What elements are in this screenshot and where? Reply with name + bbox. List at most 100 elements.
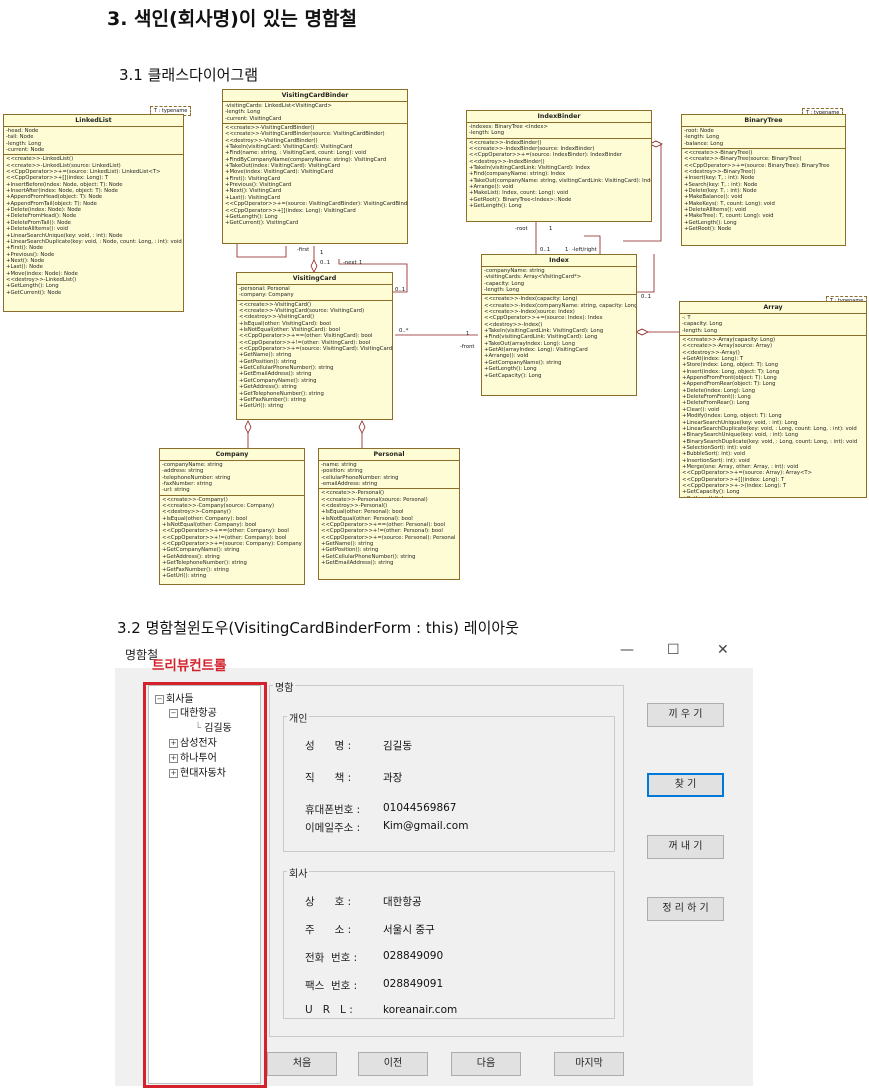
operation: +LinearSearchUnique(key: void, : int): N… [6,232,123,239]
operation: +AppendFromRear(object: T): Long [682,381,776,388]
takeout-button[interactable]: 꺼 내 기 [647,835,724,859]
operation: <<destroy>>-LinkedList() [6,276,77,283]
class-name: IndexBinder [467,111,651,123]
minimize-button[interactable]: — [620,642,634,658]
attribute: -visitingCards: Array<VisitingCard*> [484,274,582,281]
attribute: -companyName: string [162,462,223,468]
arrange-button[interactable]: 정 리 하 기 [647,897,724,921]
tree-node-company[interactable]: +현대자동차 [169,768,226,779]
operation: <<create>>-Index(source: Index) [484,309,575,316]
collapse-icon[interactable]: − [169,708,178,718]
operation: +GetPosition(): string [239,358,297,365]
operation: <<CppOperator>>+[](index: Long): T [6,175,109,182]
company-name-label: 상 호 : [305,896,352,908]
insert-button[interactable]: 끼 우 기 [647,703,724,727]
class-indexbinder: IndexBinder-indexes: BinaryTree <Index>-… [466,110,652,222]
close-button[interactable]: ✕ [717,642,729,658]
multiplicity-label: 0..1 [540,247,551,253]
operation: <<CppOperator>>+=(source: Company): Comp… [162,541,302,548]
email-label: 이메일주소 : [305,822,361,834]
expand-icon[interactable]: + [169,753,178,763]
tree-node-company[interactable]: −대한항공 [169,708,217,719]
operation: +Last(): Node [6,264,43,271]
attribute: -cellularPhoneNumber: string [321,474,399,481]
multiplicity-label: 0..1 [641,294,652,300]
role-label: -root [515,226,528,232]
class-attributes: -: T-capacity: Long-length: Long [680,314,866,337]
operation: <<CppOperator>>+->(index: Long): T [682,482,787,489]
operation: +Delete(key: T, : int): Node [684,188,757,195]
operation: +GetCapacity(): Long [682,489,740,496]
operation: +GetAt(arrayIndex: Long): VisitingCard [484,347,588,354]
operation: +Modify(index: Long, object: T): Long [682,413,782,420]
class-attributes: -companyName: string-visitingCards: Arra… [482,267,636,296]
attribute: -current: VisitingCard [225,115,282,122]
operation: <<destroy>>-VisitingCardBinder() [225,137,318,144]
collapse-icon[interactable]: − [155,694,164,704]
tree-node-root[interactable]: −회사들 [155,694,194,705]
operation: <<create>>-Array(capacity: Long) [682,337,776,344]
operation: +AppendFromFront(object: T): Long [682,375,777,382]
operation: +Move(index: Node): Node [6,270,78,277]
company-treeview[interactable]: −회사들 −대한항공 └ 김길동 +삼성전자 +하나투어 +현대자동차 [148,685,261,1084]
attribute: -length: Long [469,130,505,137]
operation: <<CppOperator>>+!=(other: Company): bool [162,534,287,541]
last-button[interactable]: 마지막 [554,1052,624,1076]
class-attributes: -root: Node-length: Long-balance: Long [682,127,845,150]
operation: <<CppOperator>>+=(source: Index): Index [484,315,603,322]
layout-heading: 3.2 명함철윈도우(VisitingCardBinderForm : this… [117,619,519,637]
previous-button[interactable]: 이전 [358,1052,428,1076]
tree-node-company[interactable]: +삼성전자 [169,738,217,749]
multiplicity-label: 1 [549,226,553,232]
operation: +DeleteFromFront(): Long [682,394,751,401]
phone-value: 01044569867 [383,802,457,814]
operation: +LinearSearchUnique(key: void, : int): L… [682,419,798,426]
operation: <<create>>-VisitingCard(source: Visiting… [239,308,365,315]
class-operations: <<create>>-Array(capacity: Long)<<create… [680,336,866,497]
operation: +Next(): VisitingCard [225,188,282,195]
tree-node-person[interactable]: └ 김길동 [195,723,232,734]
attribute: -visitingCards: LinkedList<VisitingCard> [225,103,332,109]
find-button[interactable]: 찾 기 [647,773,724,797]
operation: +GetName(): string [239,352,292,359]
name-label: 성 명 : [305,740,352,752]
next-button[interactable]: 다음 [451,1052,521,1076]
first-button[interactable]: 처음 [267,1052,337,1076]
operation: +GetRoot(): Node [684,226,732,233]
operation: <<CppOperator>>+!=(other: Personal): boo… [321,528,443,535]
operation: <<destroy>>-VisitingCard() [239,314,315,321]
operation: <<CppOperator>>+=(source: Personal): Per… [321,534,456,541]
operation: <<destroy>>-Personal() [321,503,388,510]
class-diagram-heading: 3.1 클래스다이어그램 [119,66,259,84]
operation: <<create>>-Company(source: Company) [162,503,275,510]
treeview-annotation-label: 트리뷰컨트롤 [152,658,227,674]
attribute: -personal: Personal [239,286,290,292]
operation: +GetAt(index: Long): T [682,356,744,363]
class-operations: <<create>>-LinkedList()<<create>>-Linked… [4,155,183,297]
class-attributes: -indexes: BinaryTree <Index>-length: Lon… [467,123,651,139]
operation: <<CppOperator>>+=(source: Array): Array<… [682,470,813,477]
operation: +GetLength(): Long [469,203,522,210]
attribute: -capacity: Long [682,321,723,328]
tree-line-icon: └ [195,723,205,734]
expand-icon[interactable]: + [169,768,178,778]
operation: <<create>>-VisitingCardBinder() [225,125,315,132]
class-name: LinkedList [4,115,183,127]
fax-label: 팩스 번호 : [305,980,358,992]
operation: +GetLength(): Long [225,213,278,220]
class-personal: Personal-name: string-position: string-c… [318,448,460,580]
tree-node-company[interactable]: +하나투어 [169,753,217,764]
telephone-value: 028849090 [383,950,444,962]
operation: <<create>>-Company() [162,496,228,503]
company-group [283,871,615,1019]
operation: +Clear(): void [682,406,720,413]
operation: +TakeOut(companyName: string, visitingCa… [469,177,652,184]
operation: +GetTelephoneNumber(): string [162,560,247,567]
operation: +AppendFromTail(object: T): Node [6,200,97,207]
expand-icon[interactable]: + [169,738,178,748]
operation: <<CppOperator>>+=(source: BinaryTree): B… [684,162,830,169]
role-label: -left/right [572,247,597,253]
multiplicity-label: 1 [565,247,569,253]
maximize-button[interactable]: ☐ [667,642,680,658]
multiplicity-label: 0..* [399,328,409,334]
